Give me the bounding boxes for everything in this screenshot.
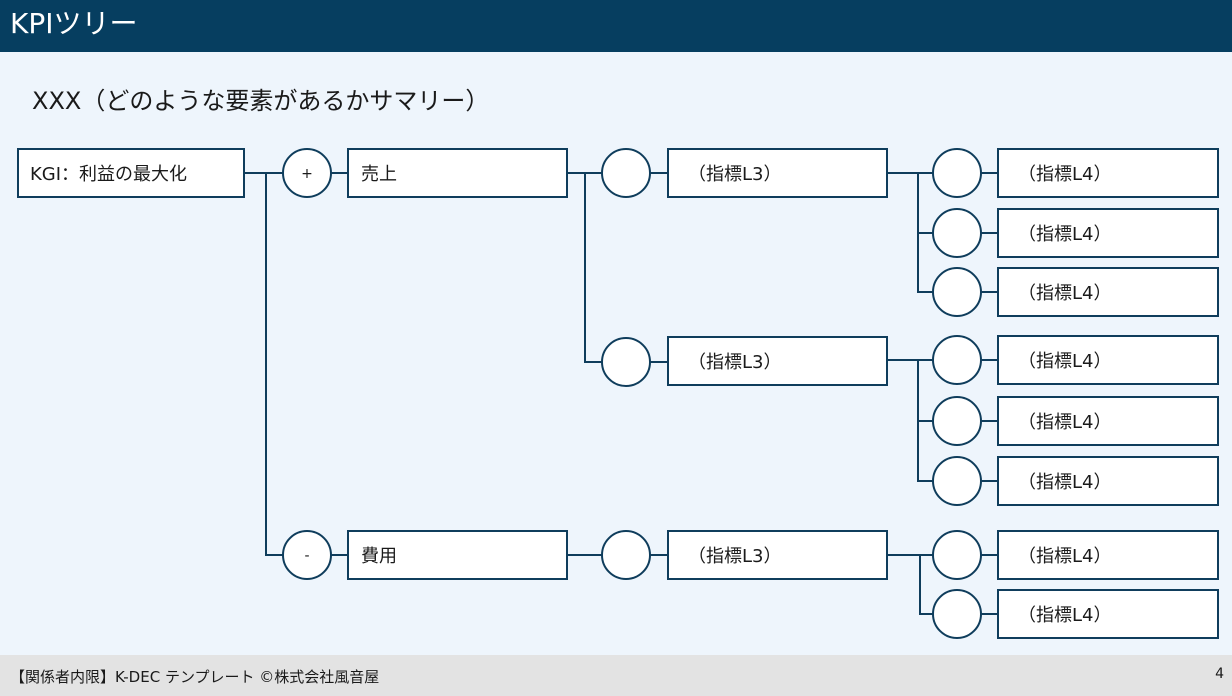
- l4-label: （指標L4）: [1018, 412, 1111, 433]
- l3-operator-circle: [601, 530, 651, 580]
- connector-l3b-l4f: [917, 421, 934, 482]
- l3-operator-circle: [601, 148, 651, 198]
- l3-label: （指標L3）: [688, 164, 781, 185]
- connector-l3b-l4e: [917, 360, 934, 422]
- l3-node: （指標L3）: [667, 148, 888, 198]
- l3-label: （指標L3）: [688, 352, 781, 373]
- l3-node: （指標L3）: [667, 530, 888, 580]
- l4-operator-circle: [932, 208, 982, 258]
- connector-l3a-l4c: [917, 233, 934, 293]
- connector-sales-l3b: [584, 173, 602, 363]
- connector-l3c-l4h: [919, 555, 934, 615]
- sales-label: 売上: [361, 164, 397, 185]
- l3-label: （指標L3）: [688, 546, 781, 567]
- page-title: KPIツリー: [10, 7, 138, 40]
- l4-node: （指標L4）: [997, 456, 1219, 506]
- plus-operator: +: [282, 148, 332, 198]
- l4-node: （指標L4）: [997, 208, 1219, 258]
- l4-operator-circle: [932, 456, 982, 506]
- l4-label: （指標L4）: [1018, 472, 1111, 493]
- tree-connectors: [244, 172, 998, 615]
- minus-operator: -: [282, 530, 332, 580]
- l4-label: （指標L4）: [1018, 164, 1111, 185]
- l4-label: （指標L4）: [1018, 283, 1111, 304]
- kgi-label: KGI：利益の最大化: [30, 164, 187, 185]
- l4-operator-circle: [932, 148, 982, 198]
- l4-node: （指標L4）: [997, 335, 1219, 385]
- connector-l3a-l4b: [917, 173, 934, 234]
- connector-kgi-minus: [265, 173, 283, 556]
- l4-operator-circle: [932, 530, 982, 580]
- l4-node: （指標L4）: [997, 530, 1219, 580]
- l4-label: （指標L4）: [1018, 224, 1111, 245]
- l4-operator-circle: [932, 335, 982, 385]
- l4-label: （指標L4）: [1018, 546, 1111, 567]
- l4-label: （指標L4）: [1018, 351, 1111, 372]
- page-number: 4: [1215, 666, 1224, 682]
- cost-node: 費用: [347, 530, 568, 580]
- minus-sign: -: [304, 548, 309, 564]
- l4-node: （指標L4）: [997, 148, 1219, 198]
- l4-operator-circle: [932, 589, 982, 639]
- l3-operator-circle: [601, 337, 651, 387]
- cost-label: 費用: [361, 546, 397, 567]
- summary-subtitle: XXX（どのような要素があるかサマリー）: [32, 87, 490, 115]
- l4-operator-circle: [932, 267, 982, 317]
- l4-node: （指標L4）: [997, 589, 1219, 639]
- sales-node: 売上: [347, 148, 568, 198]
- footer-copyright: 【関係者内限】K-DEC テンプレート ©株式会社風音屋: [10, 668, 380, 686]
- kgi-node: KGI：利益の最大化: [17, 148, 245, 198]
- footer-bar: 【関係者内限】K-DEC テンプレート ©株式会社風音屋 4: [0, 655, 1232, 696]
- plus-sign: +: [301, 166, 313, 182]
- l4-label: （指標L4）: [1018, 605, 1111, 626]
- l3-node: （指標L3）: [667, 336, 888, 386]
- header-bar: KPIツリー: [0, 0, 1232, 52]
- l4-node: （指標L4）: [997, 396, 1219, 446]
- l4-node: （指標L4）: [997, 267, 1219, 317]
- l4-operator-circle: [932, 396, 982, 446]
